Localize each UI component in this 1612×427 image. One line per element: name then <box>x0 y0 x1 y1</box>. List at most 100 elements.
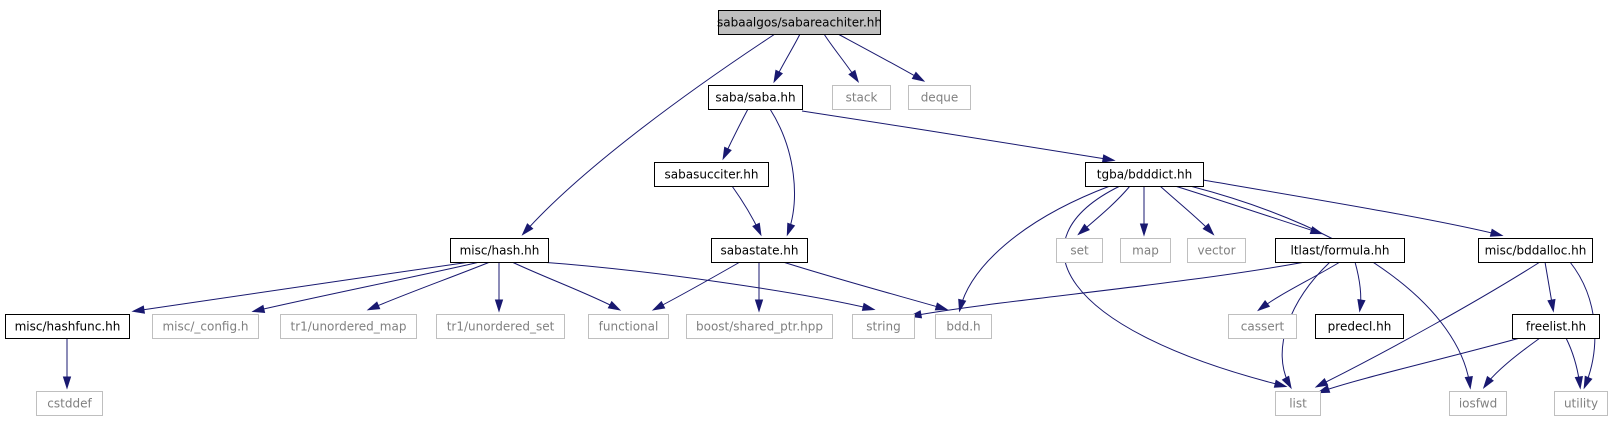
node-string: string <box>852 314 915 339</box>
edge-sabasucciter-to-sabastate <box>731 185 762 237</box>
node-label: boost/shared_ptr.hpp <box>696 320 823 334</box>
node-sabasucciter[interactable]: sabasucciter.hh <box>654 162 769 187</box>
edge-line <box>1259 261 1341 310</box>
node-bddalloc[interactable]: misc/bddalloc.hh <box>1478 238 1593 263</box>
node-formula[interactable]: ltlast/formula.hh <box>1275 238 1405 263</box>
node-box <box>654 162 769 187</box>
node-label: iosfwd <box>1459 397 1497 411</box>
arrowhead-icon <box>1574 376 1583 390</box>
edge-line <box>1202 179 1501 236</box>
node-box <box>686 314 833 339</box>
edge-saba-to-sabastate <box>769 108 796 237</box>
arrowhead-icon <box>1139 223 1149 237</box>
node-label: utility <box>1564 397 1598 411</box>
edge-bddalloc-to-list <box>1314 261 1541 388</box>
node-hash[interactable]: misc/hash.hh <box>450 238 549 263</box>
edge-line <box>801 110 1113 161</box>
arrowhead-icon <box>752 222 762 237</box>
node-label: ltlast/formula.hh <box>1290 244 1389 258</box>
arrowhead-icon <box>861 302 876 311</box>
node-box <box>1315 314 1404 339</box>
node-bdddict[interactable]: tgba/bdddict.hh <box>1085 162 1204 187</box>
arrowhead-icon <box>1583 375 1593 390</box>
node-label: functional <box>599 320 659 334</box>
node-bdd: bdd.h <box>935 314 992 339</box>
node-label: predecl.hh <box>1328 320 1392 334</box>
node-cstddef: cstddef <box>36 391 103 416</box>
node-label: string <box>866 320 900 334</box>
node-predecl[interactable]: predecl.hh <box>1315 314 1404 339</box>
node-deque: deque <box>908 85 971 110</box>
edge-bdddict-to-bddalloc <box>1202 179 1504 237</box>
edge-line <box>959 185 1111 310</box>
node-box <box>152 314 259 339</box>
node-label: sabastate.hh <box>721 244 799 258</box>
arrowhead-icon <box>958 298 967 313</box>
node-hashfunc[interactable]: misc/hashfunc.hh <box>5 314 130 339</box>
arrowhead-icon <box>1357 298 1366 313</box>
edge-saba-to-sabasucciter <box>722 108 749 161</box>
node-box <box>1275 391 1321 416</box>
arrowhead-icon <box>251 304 266 313</box>
node-box <box>1478 238 1593 263</box>
node-box <box>1187 238 1246 263</box>
edge-sabareachiter-to-hash <box>521 33 776 236</box>
node-vector: vector <box>1187 238 1246 263</box>
edge-bdddict-to-list <box>1063 185 1288 388</box>
node-iosfwd: iosfwd <box>1449 391 1507 416</box>
arrowhead-icon <box>1316 384 1331 394</box>
node-box <box>450 238 549 263</box>
arrowhead-icon <box>722 146 732 161</box>
node-stack: stack <box>832 85 891 110</box>
edge-line <box>1174 185 1321 234</box>
edge-formula-to-cassert <box>1257 261 1341 312</box>
arrowhead-icon <box>934 302 949 311</box>
node-box <box>1228 314 1297 339</box>
edge-sabareachiter-to-deque <box>837 33 926 82</box>
node-shared_ptr: boost/shared_ptr.hpp <box>686 314 833 339</box>
node-label: deque <box>921 91 959 105</box>
node-label: set <box>1070 244 1089 258</box>
node-saba[interactable]: saba/saba.hh <box>708 85 803 110</box>
edge-line <box>911 261 1306 317</box>
arrowhead-icon <box>1077 223 1090 236</box>
node-box <box>588 314 669 339</box>
node-box <box>1085 162 1204 187</box>
node-box <box>1275 238 1405 263</box>
edge-line <box>254 261 481 312</box>
arrowhead-icon <box>1273 379 1288 388</box>
arrowhead-icon <box>1281 375 1292 390</box>
edge-hash-to-unordered_map <box>366 261 491 311</box>
arrowhead-icon <box>1464 376 1473 390</box>
node-unordered_set: tr1/unordered_set <box>436 314 565 339</box>
edge-line <box>782 261 946 310</box>
node-label: tr1/unordered_map <box>291 320 407 334</box>
edges-layer <box>62 33 1596 394</box>
node-label: bdd.h <box>946 320 980 334</box>
node-box <box>708 85 803 110</box>
edge-line <box>1079 185 1131 234</box>
node-box <box>1120 238 1171 263</box>
arrowhead-icon <box>786 222 796 237</box>
arrowhead-icon <box>521 223 534 236</box>
arrowhead-icon <box>1314 378 1329 388</box>
node-box <box>935 314 992 339</box>
arrowhead-icon <box>607 300 622 311</box>
edge-line <box>369 261 491 310</box>
arrowhead-icon <box>1482 375 1494 389</box>
node-label: sabasucciter.hh <box>665 168 759 182</box>
node-label: list <box>1289 397 1307 411</box>
arrowhead-icon <box>1257 299 1271 312</box>
node-label: tgba/bdddict.hh <box>1097 168 1192 182</box>
edge-line <box>769 108 795 234</box>
node-freelist[interactable]: freelist.hh <box>1512 314 1600 339</box>
node-box <box>852 314 915 339</box>
node-label: stack <box>846 91 878 105</box>
edge-sabareachiter-to-stack <box>823 33 860 84</box>
node-label: misc/_config.h <box>162 320 248 334</box>
node-map: map <box>1120 238 1171 263</box>
node-sabareachiter: sabaalgos/sabareachiter.hh <box>717 10 882 35</box>
node-sabastate[interactable]: sabastate.hh <box>711 238 808 263</box>
node-set: set <box>1056 238 1103 263</box>
